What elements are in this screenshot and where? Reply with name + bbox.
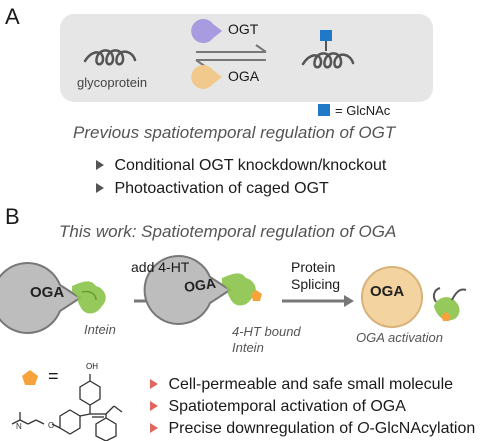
intein-1 bbox=[72, 281, 106, 314]
panel-b-bullet-3: Precise downregulation of O-GlcNAcylatio… bbox=[150, 420, 475, 438]
oga-pacman-1 bbox=[0, 262, 82, 334]
panel-b-letter: B bbox=[5, 204, 20, 229]
4ht-pentagon-bound bbox=[251, 290, 262, 301]
bullet-marker bbox=[150, 423, 158, 433]
bullet-marker bbox=[96, 160, 104, 170]
amine-n-label: N bbox=[16, 422, 22, 431]
forward-arrowhead bbox=[255, 44, 267, 53]
4ht-structure bbox=[11, 374, 123, 441]
add-4ht-label: add 4-HT bbox=[131, 259, 190, 275]
ogt-label: OGT bbox=[228, 21, 259, 37]
glycoprotein-curl bbox=[83, 49, 137, 66]
bullet-marker bbox=[150, 401, 158, 411]
bound-intein-label-2: Intein bbox=[232, 340, 264, 355]
oga-label-1: OGA bbox=[30, 284, 65, 301]
panel-a-bullet-2: Photoactivation of caged OGT bbox=[96, 180, 329, 198]
panel-b-heading: This work: Spatiotemporal regulation of … bbox=[59, 222, 397, 241]
splicing-label: Splicing bbox=[291, 276, 341, 292]
panel-b-bullet-2: Spatiotemporal activation of OGA bbox=[150, 398, 406, 416]
equals-sign: = bbox=[48, 366, 59, 386]
oh-label: OH bbox=[86, 362, 98, 371]
oga-label-active: OGA bbox=[370, 283, 405, 300]
intein-2 bbox=[222, 273, 256, 306]
oga-label: OGA bbox=[228, 68, 260, 84]
panel-a-bullet-1: Conditional OGT knockdown/knockout bbox=[96, 157, 386, 175]
released-intein bbox=[434, 297, 460, 321]
bound-intein-label-1: 4-HT bound bbox=[232, 324, 301, 339]
glcnac-legend-label: = GlcNAc bbox=[335, 103, 391, 118]
bullet3-prefix: Precise downregulation of bbox=[168, 420, 358, 437]
oga-enzyme-icon bbox=[191, 65, 222, 90]
bullet-marker bbox=[96, 183, 104, 193]
oga-activation-label: OGA activation bbox=[356, 330, 443, 345]
4ht-legend-icon bbox=[22, 370, 38, 385]
step-arrowhead-2 bbox=[344, 295, 354, 307]
4ht-pentagon-released bbox=[441, 312, 451, 321]
oga-active-icon bbox=[361, 266, 423, 328]
glycoprotein-label: glycoprotein bbox=[77, 75, 148, 90]
bullet3-suffix: -GlcNAcylation bbox=[369, 420, 476, 437]
protein-label: Protein bbox=[291, 259, 336, 275]
ether-o-label: O bbox=[48, 421, 54, 430]
oga-pacman-2 bbox=[143, 255, 232, 325]
intein-label: Intein bbox=[84, 322, 116, 337]
panel-a-letter: A bbox=[5, 4, 20, 29]
glcnac-square-icon bbox=[320, 30, 332, 41]
bullet3-italic-o: O bbox=[357, 420, 370, 437]
glycosylated-protein-curl bbox=[301, 52, 355, 69]
panel-b-bullet-1: Cell-permeable and safe small molecule bbox=[150, 376, 453, 394]
bullet-marker bbox=[150, 379, 158, 389]
legend-glcnac-icon bbox=[318, 104, 330, 116]
panel-a-heading: Previous spatiotemporal regulation of OG… bbox=[73, 123, 396, 142]
